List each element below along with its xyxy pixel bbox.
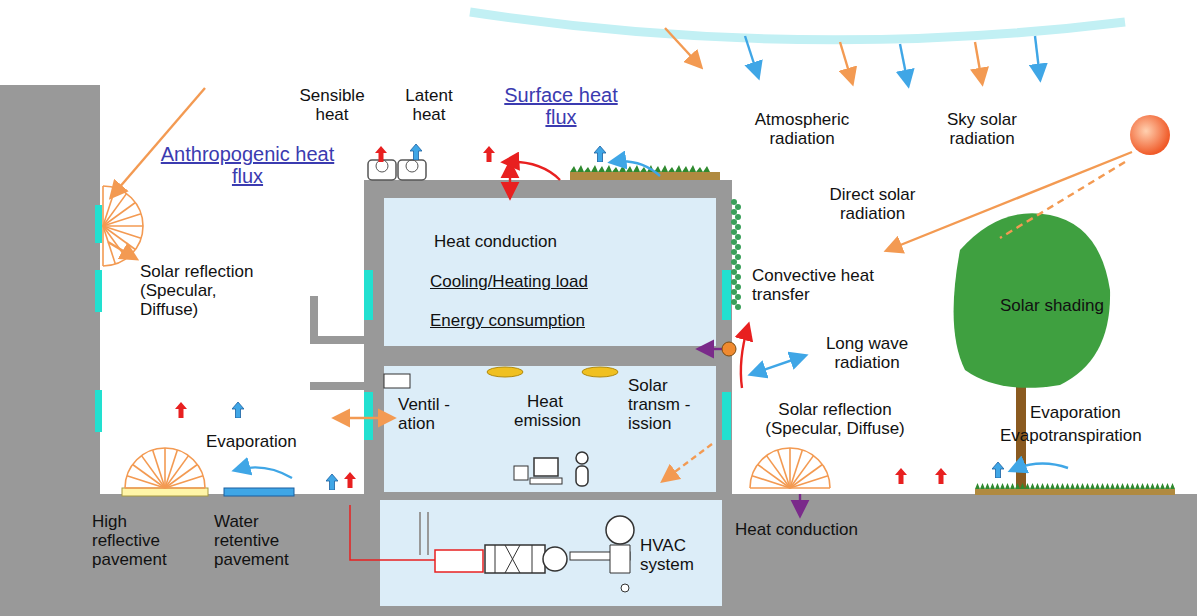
evaporation-label: Evaporation <box>1030 403 1140 422</box>
shading-label: Solar shading <box>1000 296 1110 315</box>
reflection-label: Solar reflection (Specular, Diffuse) <box>745 400 925 438</box>
process-label: Heat emission <box>514 392 576 430</box>
equipment-label: HVAC system <box>640 536 710 574</box>
radiation-label: Long wave radiation <box>812 334 922 372</box>
reflection-label: Solar reflection (Specular, Diffuse) <box>140 262 268 319</box>
process-label: Solar transm -ission <box>628 376 694 433</box>
evaporation-label: Evaporation <box>206 432 316 451</box>
process-label: Heat conduction <box>434 232 614 251</box>
process-label: Convective heat transfer <box>752 266 880 304</box>
pavement-label: High reflective pavement <box>92 512 192 569</box>
flux-heading: Surface heat flux <box>496 84 626 129</box>
radiation-label: Atmospheric radiation <box>742 110 862 148</box>
process-label: Ventil -ation <box>398 395 456 433</box>
process-label: Heat conduction <box>735 520 885 539</box>
heat-label: Sensible heat <box>292 86 372 124</box>
evaporation-label: Evapotranspiration <box>1000 426 1180 445</box>
load-label: Cooling/Heating load <box>430 272 660 291</box>
heat-label: Latent heat <box>398 86 460 124</box>
radiation-label: Sky solar radiation <box>922 110 1042 148</box>
load-label: Energy consumption <box>430 311 660 330</box>
radiation-label: Direct solar radiation <box>815 185 930 223</box>
pavement-label: Water retentive pavement <box>214 512 314 569</box>
flux-heading: Anthropogenic heat flux <box>160 143 335 188</box>
